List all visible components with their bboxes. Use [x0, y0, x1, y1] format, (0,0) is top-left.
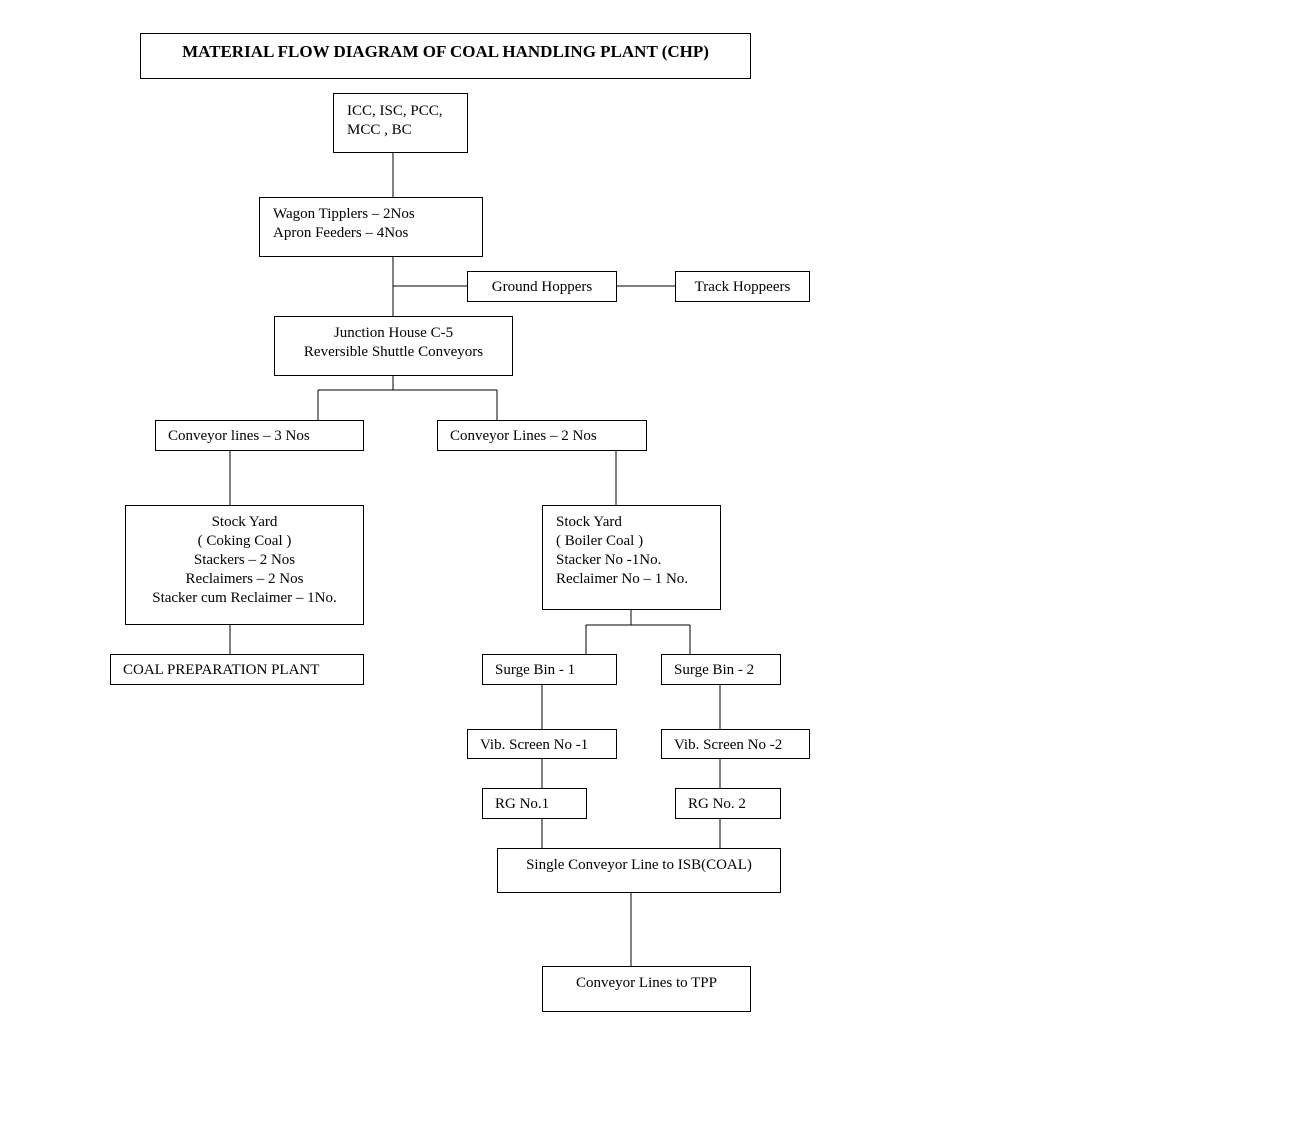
- node-line: Stackers – 2 Nos: [193, 552, 296, 568]
- node-line: Conveyor lines – 3 Nos: [168, 428, 310, 444]
- single-conveyor-box: Single Conveyor Line to ISB(COAL): [497, 848, 781, 893]
- node-line: RG No.1: [495, 796, 550, 812]
- surge-bin-2-box: Surge Bin - 2: [661, 654, 781, 685]
- node-line: Reversible Shuttle Conveyors: [303, 344, 484, 360]
- node-line: RG No. 2: [688, 796, 746, 812]
- node-line: Wagon Tipplers – 2Nos: [273, 206, 415, 222]
- conveyor-lines-2-box: Conveyor Lines – 2 Nos: [437, 420, 647, 451]
- wagon-tipplers-box: Wagon Tipplers – 2Nos Apron Feeders – 4N…: [259, 197, 483, 257]
- node-line: Stock Yard: [556, 514, 622, 530]
- stock-yard-coking-box: Stock Yard ( Coking Coal ) Stackers – 2 …: [125, 505, 364, 625]
- node-line: Conveyor Lines to TPP: [576, 975, 717, 991]
- node-line: Surge Bin - 2: [674, 662, 755, 678]
- node-line: Apron Feeders – 4Nos: [273, 225, 409, 241]
- node-line: Reclaimers – 2 Nos: [185, 571, 304, 587]
- diagram-title-text: MATERIAL FLOW DIAGRAM OF COAL HANDLING P…: [182, 42, 709, 61]
- node-line: ICC, ISC, PCC,: [347, 103, 443, 119]
- coal-preparation-plant-box: COAL PREPARATION PLANT: [110, 654, 364, 685]
- node-line: Vib. Screen No -1: [480, 737, 589, 753]
- node-line: Conveyor Lines – 2 Nos: [450, 428, 597, 444]
- node-line: Ground Hoppers: [491, 279, 593, 295]
- vib-screen-1-box: Vib. Screen No -1: [467, 729, 617, 759]
- node-line: Stacker cum Reclaimer – 1No.: [152, 590, 337, 606]
- source-units-box: ICC, ISC, PCC, MCC , BC: [333, 93, 468, 153]
- rg-2-box: RG No. 2: [675, 788, 781, 819]
- stock-yard-boiler-box: Stock Yard ( Boiler Coal ) Stacker No -1…: [542, 505, 721, 610]
- node-line: Surge Bin - 1: [495, 662, 576, 678]
- node-line: MCC , BC: [347, 122, 412, 138]
- vib-screen-2-box: Vib. Screen No -2: [661, 729, 810, 759]
- node-line: Track Hoppeers: [694, 279, 791, 295]
- node-line: Reclaimer No – 1 No.: [556, 571, 689, 587]
- node-line: Junction House C-5: [333, 325, 454, 341]
- conveyor-lines-tpp-box: Conveyor Lines to TPP: [542, 966, 751, 1012]
- node-line: Stock Yard: [211, 514, 278, 530]
- node-line: Stacker No -1No.: [556, 552, 662, 568]
- node-line: Vib. Screen No -2: [674, 737, 783, 753]
- rg-1-box: RG No.1: [482, 788, 587, 819]
- track-hoppers-box: Track Hoppeers: [675, 271, 810, 302]
- junction-house-box: Junction House C-5 Reversible Shuttle Co…: [274, 316, 513, 376]
- node-line: Single Conveyor Line to ISB(COAL): [526, 857, 752, 873]
- node-line: ( Coking Coal ): [197, 533, 292, 549]
- node-line: ( Boiler Coal ): [556, 533, 644, 549]
- conveyor-lines-3-box: Conveyor lines – 3 Nos: [155, 420, 364, 451]
- diagram-title: MATERIAL FLOW DIAGRAM OF COAL HANDLING P…: [140, 33, 751, 79]
- ground-hoppers-box: Ground Hoppers: [467, 271, 617, 302]
- node-line: COAL PREPARATION PLANT: [123, 662, 320, 678]
- surge-bin-1-box: Surge Bin - 1: [482, 654, 617, 685]
